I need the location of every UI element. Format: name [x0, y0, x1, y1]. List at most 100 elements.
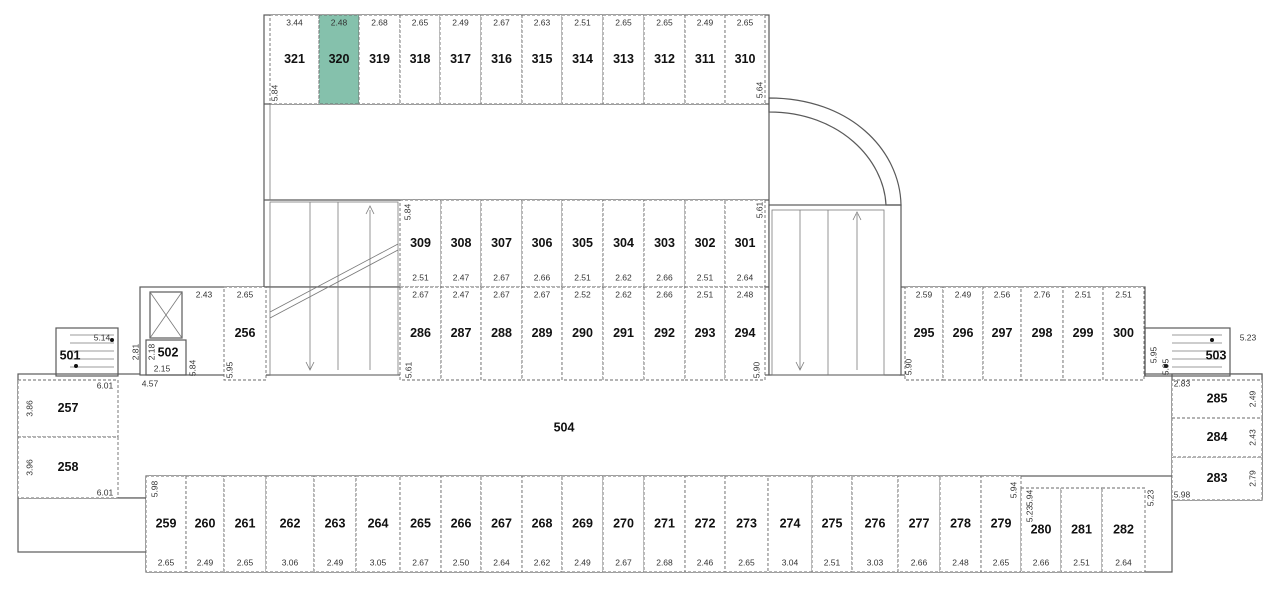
space-257[interactable]: [17, 379, 119, 438]
space-316[interactable]: [480, 14, 523, 105]
space-293[interactable]: [684, 286, 726, 381]
space-289[interactable]: [521, 286, 563, 381]
space-283[interactable]: [1171, 456, 1263, 501]
space-303[interactable]: [643, 199, 686, 288]
width-dimension: 2.65: [738, 557, 755, 567]
width-dimension: 2.49: [197, 557, 214, 567]
space-297[interactable]: [982, 286, 1022, 381]
space-271[interactable]: [643, 475, 686, 573]
space-number: 309: [410, 236, 431, 250]
space-279[interactable]: [980, 475, 1022, 573]
space-284[interactable]: [1171, 417, 1263, 458]
space-number: 314: [572, 52, 593, 66]
space-295[interactable]: [904, 286, 944, 381]
space-314[interactable]: [561, 14, 604, 105]
space-260[interactable]: [185, 475, 225, 573]
space-280[interactable]: [1020, 487, 1062, 573]
space-307[interactable]: [480, 199, 523, 288]
width-dimension: 2.62: [534, 557, 551, 567]
space-285[interactable]: [1171, 379, 1263, 419]
space-269[interactable]: [561, 475, 604, 573]
space-number: 273: [736, 516, 757, 530]
space-number: 256: [235, 326, 256, 340]
stair-501: [55, 327, 119, 377]
dimension-note: 5.23: [1145, 489, 1155, 506]
space-299[interactable]: [1062, 286, 1104, 381]
space-321[interactable]: [269, 14, 320, 105]
space-266[interactable]: [440, 475, 482, 573]
room-number: 503: [1206, 348, 1227, 362]
space-309[interactable]: [399, 199, 442, 288]
space-number: 258: [58, 460, 79, 474]
ramp-left: [269, 201, 399, 376]
space-277[interactable]: [897, 475, 941, 573]
space-number: 275: [822, 516, 843, 530]
space-263[interactable]: [313, 475, 357, 573]
width-dimension: 2.62: [615, 272, 632, 282]
dimension-note: 5.61: [403, 361, 413, 378]
dimension-note: 2.15: [154, 363, 171, 373]
space-256[interactable]: [223, 286, 267, 381]
space-319[interactable]: [358, 14, 401, 105]
space-306[interactable]: [521, 199, 563, 288]
space-313[interactable]: [602, 14, 645, 105]
space-number: 279: [991, 516, 1012, 530]
ramp-right: [771, 209, 885, 376]
space-308[interactable]: [440, 199, 482, 288]
width-dimension: 2.68: [656, 557, 673, 567]
space-320[interactable]: [318, 14, 360, 105]
space-288[interactable]: [480, 286, 523, 381]
space-281[interactable]: [1060, 487, 1103, 573]
space-number: 271: [654, 516, 675, 530]
dimension-note: 6.01: [97, 487, 114, 497]
width-dimension: 2.47: [453, 272, 470, 282]
space-317[interactable]: [439, 14, 482, 105]
dimension-note: 5.84: [402, 203, 412, 220]
space-286[interactable]: [399, 286, 442, 381]
space-300[interactable]: [1102, 286, 1145, 381]
width-dimension: 2.65: [158, 557, 175, 567]
space-273[interactable]: [724, 475, 769, 573]
dimension-note: 5.64: [754, 81, 764, 98]
width-dimension: 2.46: [697, 557, 714, 567]
space-298[interactable]: [1020, 286, 1064, 381]
space-315[interactable]: [521, 14, 563, 105]
space-291[interactable]: [602, 286, 645, 381]
dimension-note: 2.18: [146, 343, 156, 360]
width-dimension: 2.67: [534, 289, 551, 299]
width-dimension: 2.49: [697, 17, 714, 27]
width-dimension: 2.63: [534, 17, 551, 27]
space-274[interactable]: [767, 475, 813, 573]
space-number: 312: [654, 52, 675, 66]
width-dimension: 2.67: [412, 557, 429, 567]
space-270[interactable]: [602, 475, 645, 573]
space-276[interactable]: [851, 475, 899, 573]
space-261[interactable]: [223, 475, 267, 573]
space-265[interactable]: [399, 475, 442, 573]
space-304[interactable]: [602, 199, 645, 288]
space-258[interactable]: [17, 436, 119, 499]
length-dimension: 2.43: [1247, 429, 1257, 446]
space-264[interactable]: [355, 475, 401, 573]
space-310[interactable]: [724, 14, 766, 105]
space-318[interactable]: [399, 14, 441, 105]
space-number: 292: [654, 326, 675, 340]
space-294[interactable]: [724, 286, 766, 381]
space-305[interactable]: [561, 199, 604, 288]
space-number: 296: [953, 326, 974, 340]
space-278[interactable]: [939, 475, 982, 573]
space-311[interactable]: [684, 14, 726, 105]
parking-spaces: [17, 14, 1263, 573]
space-290[interactable]: [561, 286, 604, 381]
dimension-note: 5.98: [149, 480, 159, 497]
space-267[interactable]: [480, 475, 523, 573]
space-number: 295: [914, 326, 935, 340]
space-number: 310: [735, 52, 756, 66]
width-dimension: 2.62: [615, 289, 632, 299]
space-282[interactable]: [1101, 487, 1146, 573]
dimension-note: 5.95: [224, 361, 234, 378]
width-dimension: 2.51: [824, 557, 841, 567]
width-dimension: 2.66: [656, 289, 673, 299]
space-number: 319: [369, 52, 390, 66]
